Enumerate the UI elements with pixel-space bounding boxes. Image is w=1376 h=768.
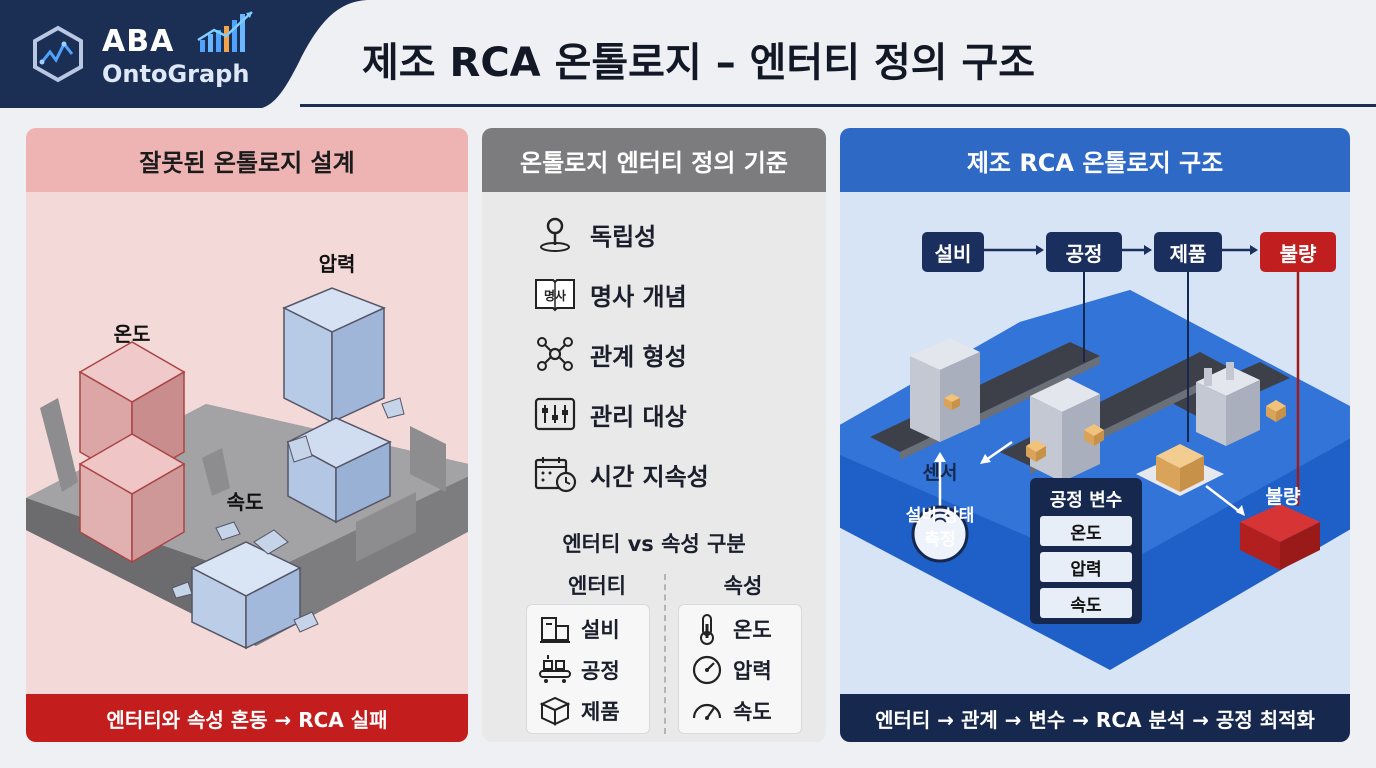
header-divider xyxy=(300,104,1376,107)
flow-node-process: 공정 xyxy=(1046,232,1122,272)
factory-illustration xyxy=(840,245,1350,670)
entity-list: 설비 공정 제품 xyxy=(526,604,650,734)
flow-node-defect: 불량 xyxy=(1260,232,1336,272)
pressure-label: 압력 xyxy=(318,252,356,276)
sensor-label: 센서 xyxy=(922,462,958,484)
flow-node-equipment: 설비 xyxy=(922,232,984,272)
attribute-item: 온도 xyxy=(689,609,799,649)
criterion-label: 관계 형성 xyxy=(590,342,687,371)
panel-heading: 제조 RCA 온톨로지 구조 xyxy=(840,128,1350,192)
bar-chart-icon xyxy=(197,11,253,52)
attribute-column-header: 속성 xyxy=(723,574,763,598)
logo-background xyxy=(0,0,370,108)
compare-title: 엔터티 vs 속성 구분 xyxy=(562,532,746,556)
process-variable: 온도 xyxy=(1040,516,1132,546)
attribute-item: 속도 xyxy=(689,691,799,731)
temp-label: 온도 xyxy=(113,322,151,346)
criterion-label: 관리 대상 xyxy=(590,402,687,431)
criterion-noun-concept: 명사 명사 개념 xyxy=(532,274,792,314)
entity-label: 공정 xyxy=(581,659,620,683)
entity-item: 공정 xyxy=(537,650,647,690)
broken-ontology-illustration xyxy=(26,287,468,650)
speedometer-icon xyxy=(689,693,725,729)
entity-item: 제품 xyxy=(537,691,647,731)
attribute-label: 압력 xyxy=(733,659,772,683)
criterion-independence: 독립성 xyxy=(532,214,792,254)
criteria-panel: 온톨로지 엔터티 정의 기준 독립성 명사 명사 개념 관계 형성 관리 대상 xyxy=(482,128,826,742)
attribute-list: 온도 압력 속도 xyxy=(678,604,802,734)
network-icon xyxy=(532,334,578,374)
box-icon xyxy=(537,693,573,729)
conveyor-icon xyxy=(537,652,573,688)
criterion-managed-target: 관리 대상 xyxy=(532,394,792,434)
calendar-clock-icon xyxy=(532,454,578,494)
brand-logo: ABA OntoGraph xyxy=(0,0,370,108)
process-variables-panel: 공정 변수 온도 압력 속도 xyxy=(1030,478,1142,624)
svg-text:명사: 명사 xyxy=(544,288,566,303)
defect-box-label: 불량 xyxy=(1265,486,1301,508)
criterion-label: 시간 지속성 xyxy=(590,462,709,491)
entity-column-header: 엔터티 xyxy=(568,574,626,598)
sensor-caption: 설비 상태 측정 xyxy=(905,506,975,550)
entity-label: 설비 xyxy=(581,618,620,642)
attribute-item: 압력 xyxy=(689,650,799,690)
gauge-icon xyxy=(689,652,725,688)
criterion-label: 독립성 xyxy=(590,222,657,251)
speed-label: 속도 xyxy=(226,490,264,514)
location-pin-icon xyxy=(532,214,578,254)
entity-label: 제품 xyxy=(581,700,620,724)
panel-heading: 잘못된 온톨로지 설계 xyxy=(26,128,468,192)
hexagon-chart-icon xyxy=(33,25,83,83)
header: ABA OntoGraph 제조 RCA 온톨로지 – 엔터티 정의 구조 xyxy=(0,0,1376,108)
brand-line1: ABA xyxy=(102,24,175,59)
criterion-time-persistence: 시간 지속성 xyxy=(532,454,792,494)
pressure-block xyxy=(282,287,392,524)
column-divider xyxy=(664,574,666,734)
thermometer-icon xyxy=(689,611,725,647)
speed-block xyxy=(190,541,302,650)
page-title: 제조 RCA 온톨로지 – 엔터티 정의 구조 xyxy=(362,40,1036,86)
criterion-relationship: 관계 형성 xyxy=(532,334,792,374)
panel-heading: 온톨로지 엔터티 정의 기준 xyxy=(482,128,826,192)
brand-line2: OntoGraph xyxy=(102,60,250,88)
attribute-label: 온도 xyxy=(733,618,772,642)
panel-footer: 엔터티 → 관계 → 변수 → RCA 분석 → 공정 최적화 xyxy=(840,694,1350,742)
flow-node-product: 제품 xyxy=(1154,232,1222,272)
temp-block xyxy=(78,341,186,564)
rca-structure-panel: 제조 RCA 온톨로지 구조 xyxy=(840,128,1350,742)
attribute-label: 속도 xyxy=(733,700,772,724)
criterion-label: 명사 개념 xyxy=(590,282,687,311)
control-panel-icon xyxy=(532,394,578,434)
process-variable: 속도 xyxy=(1040,588,1132,618)
wrong-design-panel: 잘못된 온톨로지 설계 xyxy=(26,128,468,742)
book-icon: 명사 xyxy=(532,274,578,314)
process-variables-title: 공정 변수 xyxy=(1049,490,1123,511)
entity-item: 설비 xyxy=(537,609,647,649)
machine-icon xyxy=(537,611,573,647)
panel-footer: 엔터티와 속성 혼동 → RCA 실패 xyxy=(26,694,468,742)
process-variable: 압력 xyxy=(1040,552,1132,582)
